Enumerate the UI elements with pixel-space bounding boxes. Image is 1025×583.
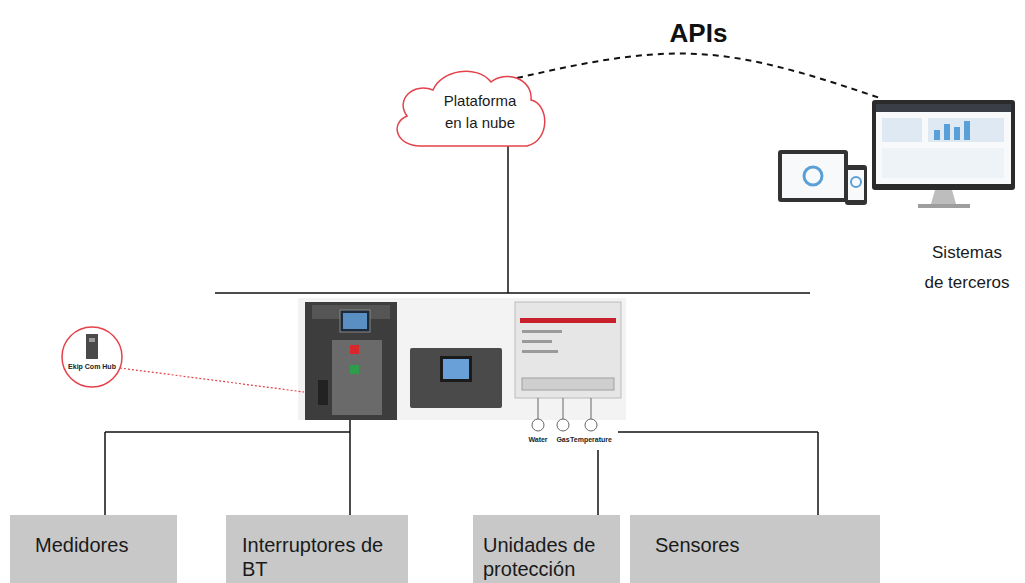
node-label: Ekip Com Hub [60,362,124,371]
monitor-header [876,104,1011,112]
breaker-handle [318,380,328,405]
trip-unit-display [443,359,469,379]
phone-screen [848,170,864,200]
sensor-wire [563,398,564,419]
trip-unit [410,348,502,408]
breaker-screen [340,310,370,332]
dashboard-card [928,118,1004,142]
module-icon [89,338,95,342]
io-module-print [522,340,552,343]
io-module [515,302,621,398]
io-module-terminals [522,378,614,390]
chart-bar [934,130,940,140]
phone-gauge [851,177,861,187]
breaker-button [350,345,359,354]
chart-bar [964,121,970,140]
monitor-stand [931,190,956,204]
module-icon [86,334,98,359]
drop-wire [104,432,106,515]
device-box: Sensores [630,515,880,583]
breaker-body [305,302,397,420]
gauge-symbol [532,419,544,431]
chart-bar [954,127,960,140]
tablet-screen [782,154,844,198]
drop-wire [597,450,599,515]
monitor-screen [876,104,1011,184]
third-party-systems: Sistemas de terceros [770,95,1020,305]
callout-circle [62,327,122,387]
io-module-print [522,330,562,333]
sensor-wire [591,398,592,419]
drop-wire [349,420,351,515]
phone-frame [845,165,867,205]
monitor-base [918,204,970,208]
gauge-symbol [585,419,597,431]
device-label: Sensores [655,533,740,557]
api-connector [517,53,880,98]
callout-leader [120,368,304,392]
device-box: Interruptores de BT [226,515,408,583]
module-callout: Ekip Com Hub [60,325,124,389]
dashboard-card [882,148,1004,178]
node-label: Plataforma en la nube [435,90,525,134]
gauge-symbol [557,419,569,431]
device-panel [298,298,626,420]
breaker-front [332,340,382,415]
drop-wire [817,432,819,515]
upper-bus [215,292,810,294]
connector-label: APIs [667,18,731,48]
device-label: Unidades de protección [483,533,610,581]
sensor-wire [538,398,539,419]
io-module-band [520,318,616,323]
sensor-label: Water [528,435,547,444]
device-box: Unidades de protección [473,515,620,583]
device-label: Interruptores de BT [242,533,398,581]
cloud-platform: Plataforma en la nube [385,60,550,152]
sensor-label: Temperature [570,435,612,444]
cloud-outline [397,71,545,146]
node-label: Sistemas de terceros [922,238,1012,298]
dashboard-card [882,118,922,142]
breaker-button [350,365,359,374]
breaker-display [343,313,367,329]
lower-bus [618,431,818,433]
trip-unit-screen [440,356,472,382]
device-box: Medidores [10,515,177,583]
sensor-label: Gas [556,435,569,444]
io-module-print [522,350,558,353]
tablet-frame [778,150,848,202]
cloud-wire [507,146,509,293]
tablet-gauge [804,167,822,185]
lower-bus [105,431,350,433]
callout-circle [60,325,124,389]
device-label: Medidores [35,533,128,557]
monitor-frame [872,100,1015,190]
chart-bar [944,124,950,140]
